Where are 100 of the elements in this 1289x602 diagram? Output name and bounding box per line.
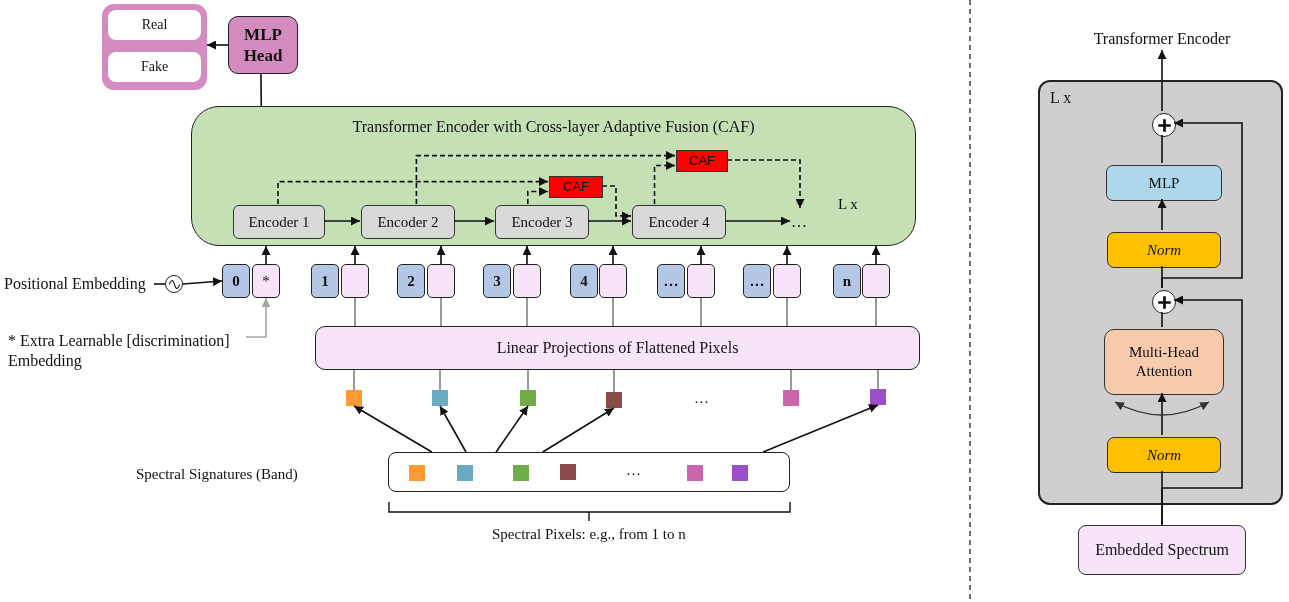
- dashed-arrow: [415, 151, 676, 205]
- band-square: [687, 465, 703, 481]
- arrow: [724, 216, 791, 226]
- position-token: 2: [397, 264, 425, 298]
- position-token: …: [743, 264, 771, 298]
- embedding-box: Embedded Spectrum: [1078, 525, 1246, 575]
- patch-token: [341, 264, 369, 298]
- spectral-box: [388, 452, 790, 492]
- position-token: 1: [311, 264, 339, 298]
- position-token: 3: [483, 264, 511, 298]
- arrow: [1161, 118, 1243, 289]
- patch-token: [773, 264, 801, 298]
- patch-token: [862, 264, 890, 298]
- connector-line: [1161, 134, 1163, 164]
- band-square: [432, 390, 448, 406]
- norm-box: Norm: [1107, 437, 1221, 473]
- connector-line: [875, 297, 877, 327]
- annotation-text: * Extra Learnable [discrimination] Embedding: [8, 326, 246, 376]
- position-token: …: [657, 264, 685, 298]
- position-token: 4: [570, 264, 598, 298]
- connector-line: [790, 369, 792, 391]
- connector-line: [612, 297, 614, 327]
- connector-line: [153, 283, 166, 285]
- attention-box: Multi-Head Attention: [1104, 329, 1224, 395]
- patch-token: [513, 264, 541, 298]
- encoder-block: Encoder 2: [361, 205, 455, 239]
- dashed-arrow: [726, 159, 805, 209]
- connector-line: [1161, 311, 1163, 328]
- ellipsis-text: …: [694, 390, 709, 407]
- band-square: [457, 465, 473, 481]
- arrow: [436, 245, 446, 265]
- dashed-arrow: [527, 187, 549, 205]
- ellipsis-text: …: [626, 462, 641, 479]
- band-square: [732, 465, 748, 481]
- arrow: [522, 245, 532, 265]
- position-token: n: [833, 264, 861, 298]
- band-square: [409, 465, 425, 481]
- encoder-block: Encoder 4: [632, 205, 726, 239]
- connector-line: [527, 369, 529, 391]
- arrow: [453, 216, 495, 226]
- encoder-block: Encoder 3: [495, 205, 589, 239]
- band-square: [346, 390, 362, 406]
- arrow: [1157, 49, 1167, 112]
- caf-block: CAF: [549, 176, 603, 198]
- repeat-block: [1038, 80, 1283, 505]
- arrow: [353, 405, 433, 453]
- sine-symbol: [165, 275, 183, 293]
- arrow: [1157, 392, 1167, 436]
- output-panel: [102, 4, 207, 90]
- arrow: [350, 245, 360, 265]
- connector-line: [526, 297, 528, 327]
- arrow: [206, 40, 229, 50]
- arrow: [782, 245, 792, 265]
- dashed-arrow: [277, 177, 549, 205]
- connector-line: [439, 369, 441, 391]
- band-square: [560, 464, 576, 480]
- class-label: Real: [108, 10, 201, 40]
- connector-line: [353, 369, 355, 391]
- patch-token: [427, 264, 455, 298]
- patch-token: *: [252, 264, 280, 298]
- connector-line: [613, 369, 615, 393]
- arrow: [245, 297, 271, 338]
- arrow: [871, 245, 881, 265]
- annotation-text: …: [791, 209, 831, 235]
- ellipsis-text: L x: [838, 196, 858, 213]
- connector-line: [260, 73, 263, 107]
- encoder-block: Encoder 1: [233, 205, 325, 239]
- dashed-arrow: [653, 161, 676, 205]
- norm-box: Norm: [1107, 232, 1221, 268]
- add-symbol: [1152, 290, 1176, 314]
- projection-box: Linear Projections of Flattened Pixels: [315, 326, 920, 370]
- connector-line: [700, 297, 702, 327]
- patch-token: [687, 264, 715, 298]
- class-label: Fake: [108, 52, 201, 82]
- caf-block: CAF: [676, 150, 728, 172]
- arrow: [762, 404, 879, 453]
- arrow: [696, 245, 706, 265]
- connector-line: [786, 297, 788, 327]
- band-square: [606, 392, 622, 408]
- connector-line: [354, 297, 356, 327]
- panel-title: L x: [1050, 88, 1072, 108]
- band-square: [513, 465, 529, 481]
- mlp-box: MLP: [1106, 165, 1222, 201]
- encoder-panel: [191, 106, 916, 246]
- panel-title: Transformer Encoder with Cross-layer Adaptive Fusion (CAF): [351, 117, 756, 137]
- add-symbol: [1152, 113, 1176, 137]
- band-square: [520, 390, 536, 406]
- band-square: [870, 389, 886, 405]
- band-square: [783, 390, 799, 406]
- arrow: [542, 407, 615, 453]
- mlp-head-box: MLP Head: [228, 16, 298, 74]
- annotation-text: Spectral Pixels: e.g., from 1 to n: [492, 526, 686, 543]
- arrow: [439, 405, 467, 453]
- arrow: [608, 245, 618, 265]
- connector-line: [877, 369, 879, 390]
- position-token: 0: [222, 264, 250, 298]
- arrow: [1161, 295, 1243, 526]
- annotation-text: Positional Embedding: [4, 271, 154, 297]
- arrow: [1157, 198, 1167, 231]
- dashed-arrow: [601, 185, 632, 221]
